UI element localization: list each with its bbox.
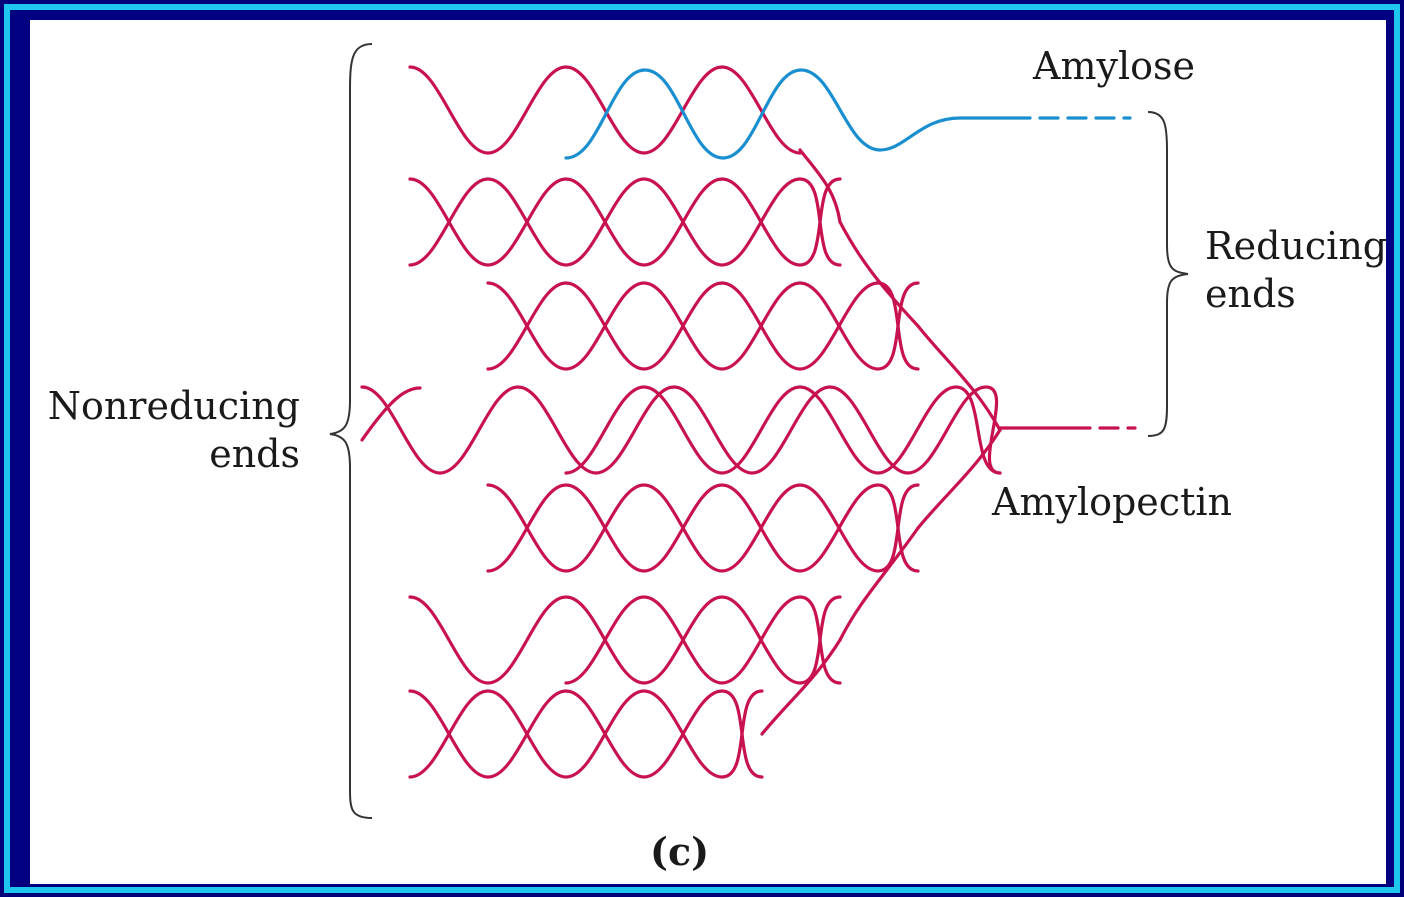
amylopectin-strand <box>362 387 1000 473</box>
branch-connector <box>918 326 1000 430</box>
panel-label: (c) <box>650 828 709 876</box>
reducing-ends-bracket <box>1148 112 1188 436</box>
amylopectin-label: Amylopectin <box>992 478 1232 526</box>
reducing-ends-label-line1: Reducing <box>1205 222 1387 270</box>
amylopectin-strand <box>566 387 1000 473</box>
nonreducing-ends-label-line1: Nonreducing <box>40 382 300 430</box>
branch-connector <box>918 430 1000 528</box>
reducing-ends-label-line2: ends <box>1205 270 1296 318</box>
nonreducing-ends-bracket <box>330 44 372 818</box>
amylopectin-strand <box>410 67 800 153</box>
branch-connector <box>762 640 840 734</box>
branch-connector <box>840 222 918 326</box>
nonreducing-ends-label-line2: ends <box>40 430 300 478</box>
amylose-label: Amylose <box>1033 42 1195 90</box>
amylose-strand <box>566 70 1030 158</box>
branch-connector <box>840 528 918 640</box>
